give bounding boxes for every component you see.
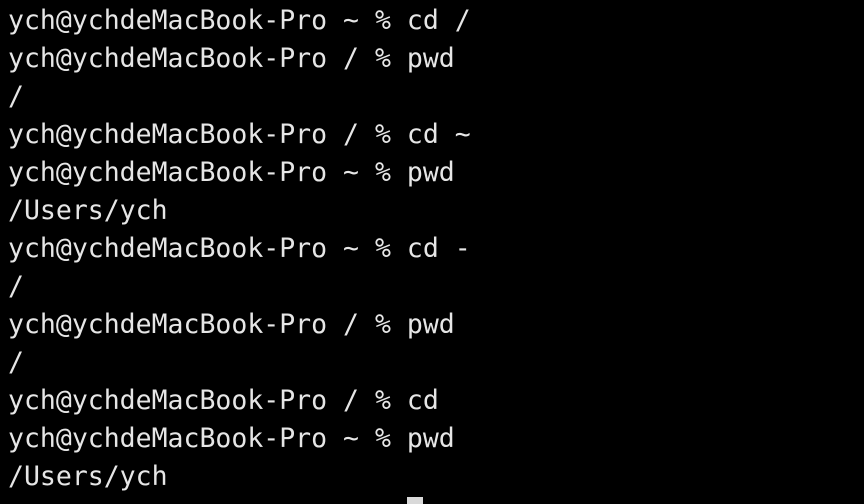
terminal-line-9: ych@ychdeMacBook-Pro / % pwd [8,309,455,340]
terminal-line-5: ych@ychdeMacBook-Pro ~ % pwd [8,157,455,188]
terminal-output: ych@ychdeMacBook-Pro ~ % cd / ych@ychdeM… [8,2,864,496]
terminal-line-12: ych@ychdeMacBook-Pro ~ % pwd [8,423,455,454]
terminal-line-8: / [8,271,24,302]
terminal-line-1: ych@ychdeMacBook-Pro ~ % cd / [8,5,471,36]
text-cursor [407,497,423,504]
terminal-line-3: / [8,81,24,112]
terminal-line-2: ych@ychdeMacBook-Pro / % pwd [8,43,455,74]
terminal-line-6: /Users/ych [8,195,168,226]
terminal-line-11: ych@ychdeMacBook-Pro / % cd [8,385,439,416]
terminal-line-7: ych@ychdeMacBook-Pro ~ % cd - [8,233,471,264]
terminal-line-10: / [8,347,24,378]
terminal-line-4: ych@ychdeMacBook-Pro / % cd ~ [8,119,471,150]
terminal-line-13: /Users/ych [8,461,168,492]
